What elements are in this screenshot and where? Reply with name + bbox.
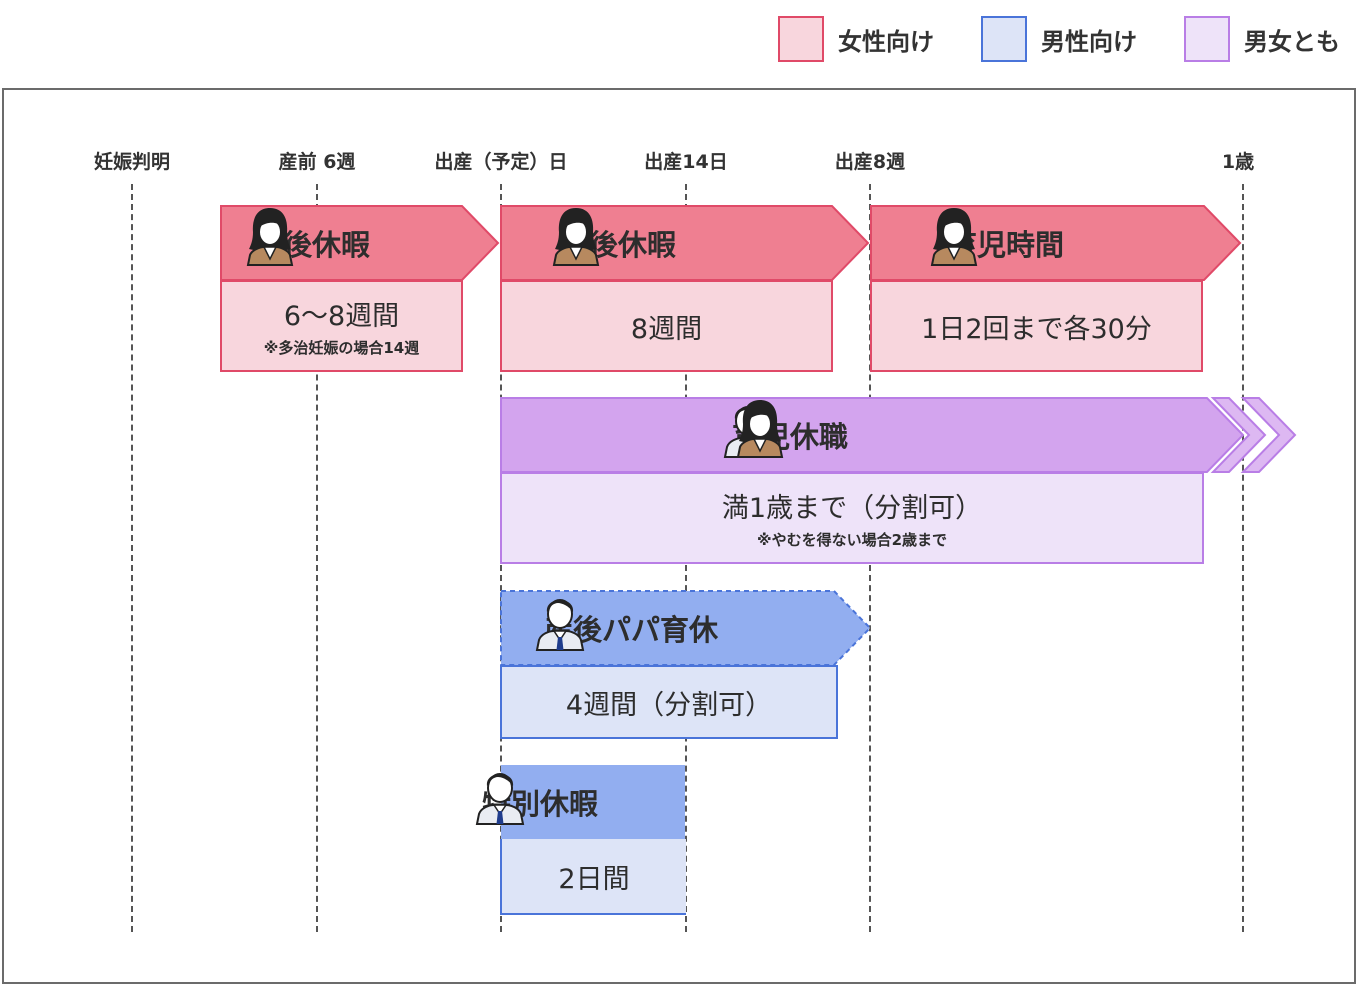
childcare-time-duration: 1日2回まで各30分 <box>921 313 1152 345</box>
papa-leave-header: 産後パパ育休 <box>500 590 872 666</box>
postnatal-leave-header: 産後休暇 <box>500 205 870 281</box>
special-leave-header: 特別休暇 <box>474 764 686 840</box>
legend-male-label: 男性向け <box>1041 27 1137 56</box>
continuation-chevron-1 <box>1210 397 1267 473</box>
childcare-leave-duration: 満1歳まで（分割可） <box>721 493 983 524</box>
prenatal-leave-duration: 6～8週間 <box>283 301 400 332</box>
woman-icon <box>246 208 294 266</box>
childcare-leave-note: ※やむを得ない場合2歳まで <box>756 531 948 549</box>
timeline-label-prenatal-6w: 産前 6週 <box>278 151 356 173</box>
childcare-time-body: 1日2回まで各30分 <box>870 280 1203 372</box>
timeline-label-due-date: 出産（予定）日 <box>434 151 568 173</box>
special-leave-body: 2日間 <box>500 839 686 915</box>
man-icon <box>535 599 585 651</box>
woman-icon <box>552 208 600 266</box>
legend-female-label: 女性向け <box>838 27 934 56</box>
timeline-line-prenatal-6w <box>316 184 318 932</box>
continuation-chevron-2 <box>1240 397 1297 473</box>
timeline-label-1year: 1歳 <box>1221 151 1255 173</box>
legend-both: 男女とも <box>1184 14 1340 64</box>
man-icon <box>475 773 525 825</box>
woman-icon <box>736 400 784 458</box>
papa-leave-arrow <box>500 590 872 666</box>
timeline-line-pregnancy <box>131 184 133 932</box>
childcare-leave-arrow <box>500 397 1297 473</box>
timeline-label-pregnancy: 妊娠判明 <box>93 151 171 173</box>
childcare-time-header: 育児時間 <box>870 205 1242 281</box>
postnatal-leave-body: 8週間 <box>500 280 833 372</box>
legend-both-label: 男女とも <box>1244 27 1340 56</box>
special-leave-duration: 2日間 <box>558 863 630 895</box>
prenatal-leave-note: ※多治妊娠の場合14週 <box>263 339 420 357</box>
timeline-line-1year <box>1242 184 1244 932</box>
woman-icon <box>930 208 978 266</box>
timeline-label-8weeks: 出産8週 <box>834 151 906 173</box>
childcare-leave-header: 育児休職 <box>500 397 1300 473</box>
prenatal-leave-body: 6～8週間 ※多治妊娠の場合14週 <box>220 280 463 372</box>
papa-leave-body: 4週間（分割可） <box>500 665 838 739</box>
special-leave-box <box>501 765 685 839</box>
postnatal-leave-duration: 8週間 <box>630 313 703 345</box>
legend-male: 男性向け <box>981 14 1137 64</box>
papa-leave-duration: 4週間（分割可） <box>565 689 773 721</box>
childcare-leave-body: 満1歳まで（分割可） ※やむを得ない場合2歳まで <box>500 472 1204 564</box>
legend-both-swatch <box>1184 16 1230 62</box>
prenatal-leave-header: 産後休暇 <box>220 205 500 281</box>
timeline-label-14days: 出産14日 <box>644 151 728 173</box>
diagram-frame <box>2 88 1356 984</box>
legend-female: 女性向け <box>778 14 934 64</box>
legend-female-swatch <box>778 16 824 62</box>
legend-male-swatch <box>981 16 1027 62</box>
